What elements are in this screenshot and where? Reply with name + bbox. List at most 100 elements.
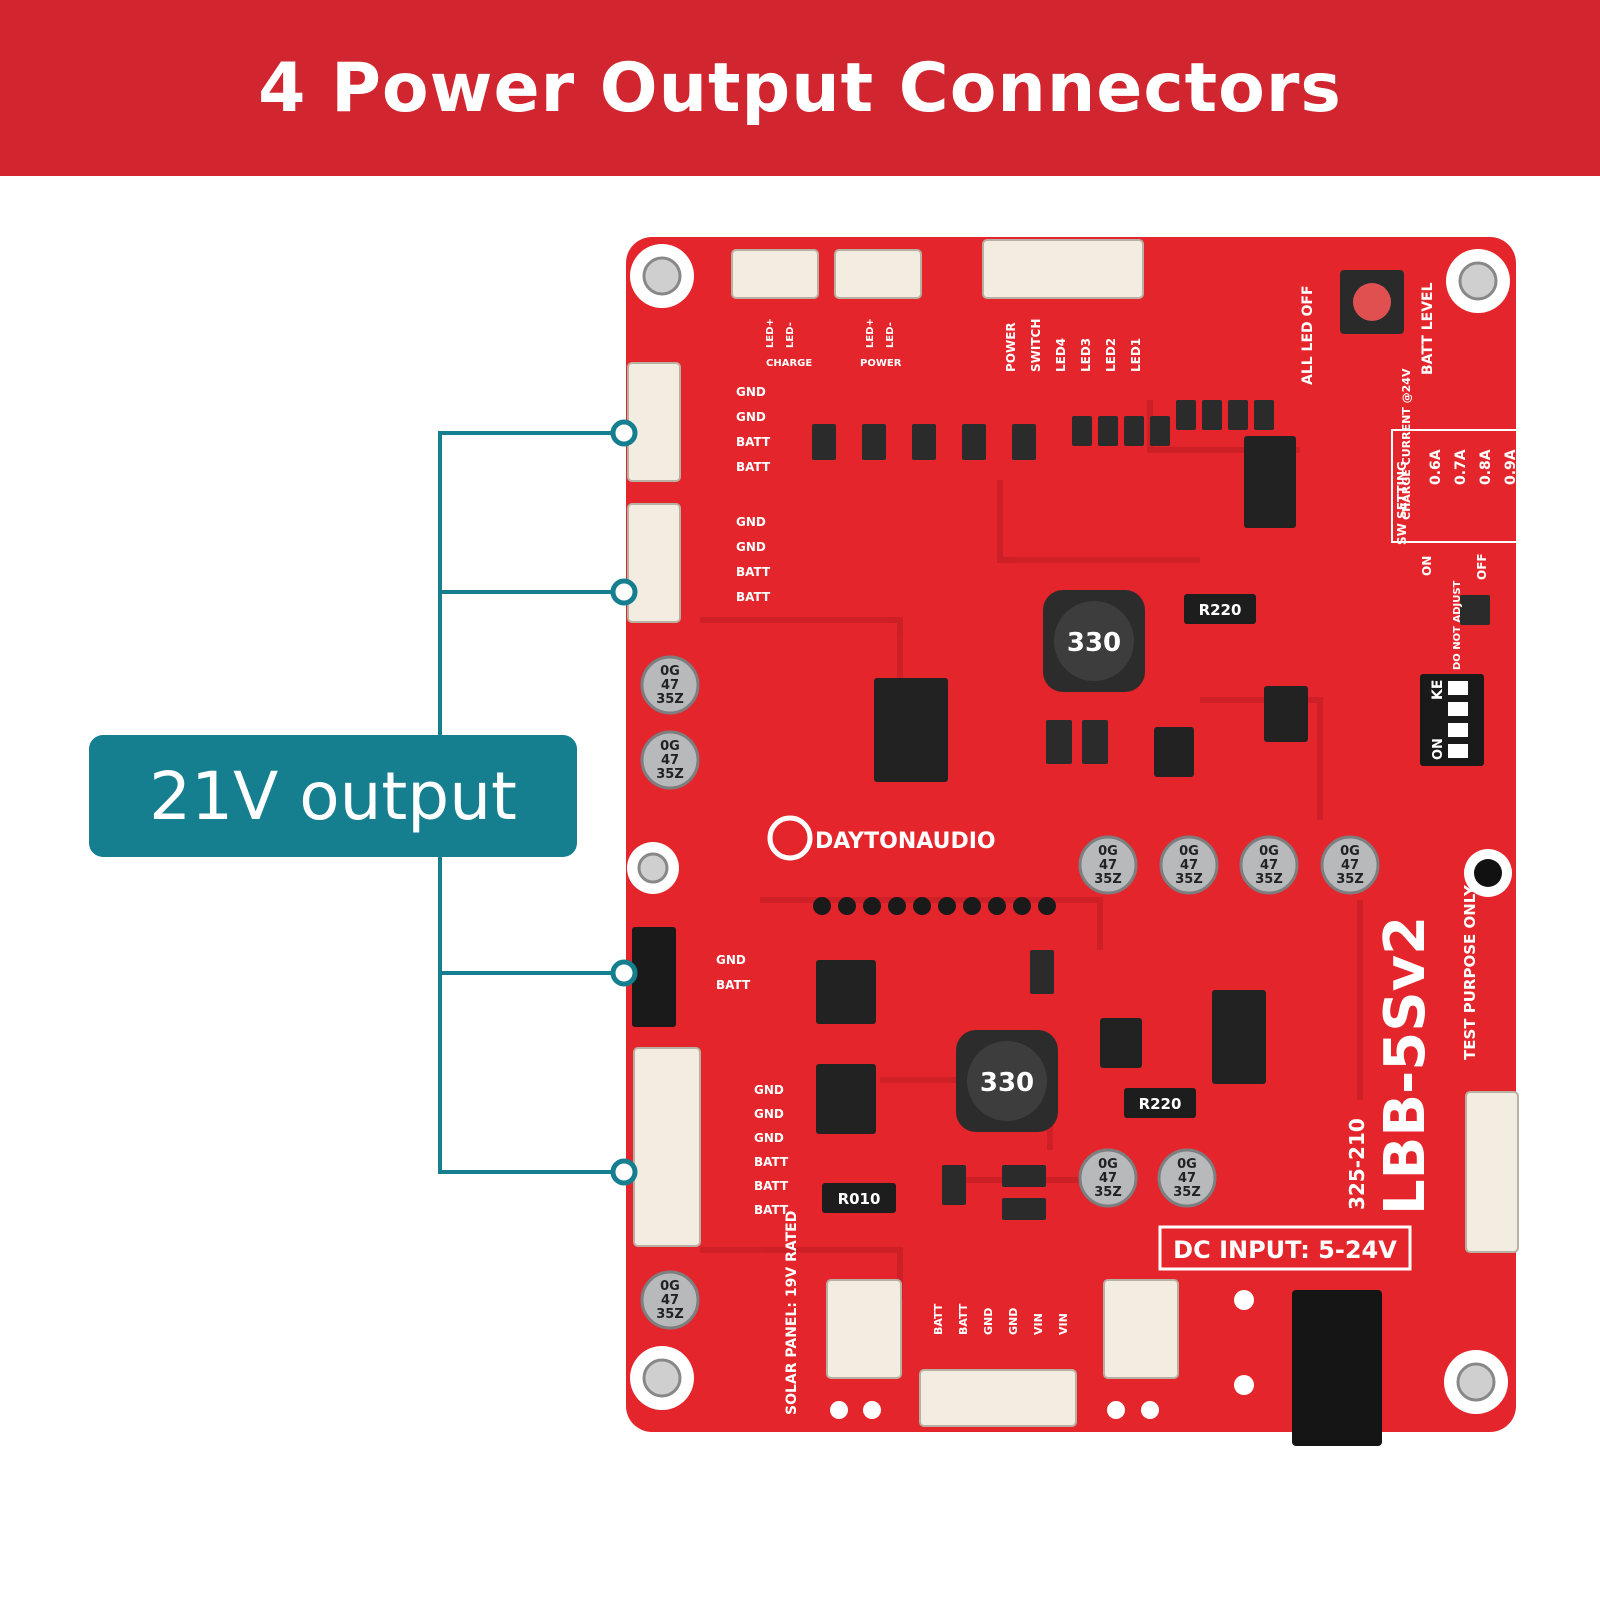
bottom-label-0: GND [754,1083,784,1097]
ic-q8 [816,960,876,1024]
capacitor-c28-line2: 47 [661,1293,679,1308]
connector-j7 [731,249,819,299]
j6-label-led-plus: LED+ [865,318,876,348]
test-hole [1464,849,1512,897]
j19-label-1: BATT [716,978,751,992]
capacitor-c24: 0G 47 35Z [1239,835,1299,895]
resistor-r8-label: R220 [1139,1095,1182,1113]
j19-labels: GND BATT [716,953,751,992]
j3-label-1: BATT [957,1303,970,1335]
all-led-off-label: ALL LED OFF [1300,285,1316,385]
mounting-hole-bl [630,1346,694,1410]
capacitor-c23-line2: 47 [1180,858,1198,873]
charge-current-0: 0.6A [1428,449,1444,485]
j22-top-label-1: GND [736,410,766,424]
callout-anchors [610,419,638,1186]
charge-current-header: CHARGE CURRENT @24V [1400,368,1413,520]
solar-panel-label: SOLAR PANEL: 19V RATED [784,1211,800,1415]
sw-off-label: OFF [1475,553,1489,580]
capacitor-c23: 0G 47 35Z [1159,835,1219,895]
mounting-hole-br [1444,1350,1508,1414]
bottom-label-1: GND [754,1107,784,1121]
callout-anchor-1 [610,419,638,447]
banner-title: 4 Power Output Connectors [258,48,1342,128]
ic-u3 [874,678,948,782]
capacitor-c28-line3: 35Z [656,1307,684,1322]
j3-label-0: BATT [932,1303,945,1335]
switch-ke-label: KE [1430,680,1446,700]
j22-top-label-0: GND [736,385,766,399]
j22-top-labels: GND GND BATT BATT [736,385,771,474]
capacitor-c19-line1: 0G [1098,1157,1118,1172]
capacitor-c23-line3: 35Z [1175,872,1203,887]
brand-logo: DAYTONAUDIO [767,815,996,861]
bottom-connector-labels: GND GND GND BATT BATT BATT [754,1083,789,1217]
part-number-label: 325-210 [1345,1118,1369,1210]
capacitor-c24-line1: 0G [1259,844,1279,859]
j21-label-2: BATT [736,565,771,579]
connector-j3 [919,1369,1077,1427]
dip-switch [1420,674,1484,766]
j6-label-power: POWER [860,358,902,369]
connector-right-6pin [1465,1091,1519,1253]
polarity-symbols [830,1290,1254,1419]
j7-label-led-minus: LED- [785,322,796,348]
smd-components [812,400,1490,1220]
connector-j5 [826,1279,902,1379]
led-label-led4: LED4 [1054,338,1068,372]
inductor-upper-label: 330 [1067,628,1121,658]
inductor-upper: 330 [1043,590,1145,692]
output-callout-label: 21V output [149,757,517,835]
connector-j21 [627,503,681,623]
capacitor-c30-line2: 47 [661,678,679,693]
bottom-label-3: BATT [754,1155,789,1169]
inductor-lower-label: 330 [980,1068,1034,1098]
j7-labels: LED+ LED- CHARGE [765,318,812,369]
capacitor-c27-line3: 35Z [656,767,684,782]
led-label-led2: LED2 [1104,338,1118,372]
dc-input-box [1158,1225,1412,1271]
j19-label-0: GND [716,953,746,967]
resistor-r5-label: R220 [1199,601,1242,619]
dc-input-label: DC INPUT: 5-24V [1173,1236,1397,1264]
mounting-hole-tl [630,244,694,308]
callout-anchor-3 [610,959,638,987]
capacitor-c28: 0G 47 35Z [640,1270,700,1330]
j21-label-0: GND [736,515,766,529]
charge-current-2: 0.8A [1478,449,1494,485]
j3-label-4: VIN [1032,1313,1045,1335]
capacitor-c24-line2: 47 [1260,858,1278,873]
ic-u1 [1212,990,1266,1084]
test-purpose-label: TEST PURPOSE ONLY [1461,884,1479,1060]
connector-j2 [1103,1279,1179,1379]
capacitor-c30: 0G 47 35Z [640,655,700,715]
mounting-holes [627,244,1512,1414]
connector-bottom-6pin [633,1047,701,1247]
title-banner: 4 Power Output Connectors [0,0,1600,176]
ic-u5 [1244,436,1296,528]
j3-label-2: GND [982,1308,995,1335]
j7-label-led-plus: LED+ [765,318,776,348]
callout-anchor-2 [610,578,638,606]
capacitor-c27-line2: 47 [661,753,679,768]
connector-j19 [632,927,676,1027]
mounting-hole-tr [1446,249,1510,313]
ic-q9 [816,1064,876,1134]
j6-label-led-minus: LED- [885,322,896,348]
j3-labels: BATT BATT GND GND VIN VIN [932,1303,1070,1335]
j3-label-5: VIN [1057,1313,1070,1335]
mounting-hole-ml [627,842,679,894]
do-not-adjust-label: DO NOT ADJUST [1452,580,1463,670]
capacitor-c22-line2: 47 [1099,858,1117,873]
resistor-r010: R010 [822,1183,896,1213]
capacitor-c22-line3: 35Z [1094,872,1122,887]
led-labels: POWER SWITCH LED4 LED3 LED2 LED1 [1004,319,1143,372]
capacitor-c29-line1: 0G [1340,844,1360,859]
j7-label-charge: CHARGE [766,358,812,369]
capacitor-c30-line1: 0G [660,664,680,679]
charge-current-table: CHARGE CURRENT @24V 0.6A 0.7A 0.8A 0.9A [1391,368,1519,543]
led-label-led1: LED1 [1129,338,1143,372]
led-label-switch: SWITCH [1029,319,1043,372]
capacitor-c28-line1: 0G [660,1279,680,1294]
ic-u2 [1264,686,1308,742]
